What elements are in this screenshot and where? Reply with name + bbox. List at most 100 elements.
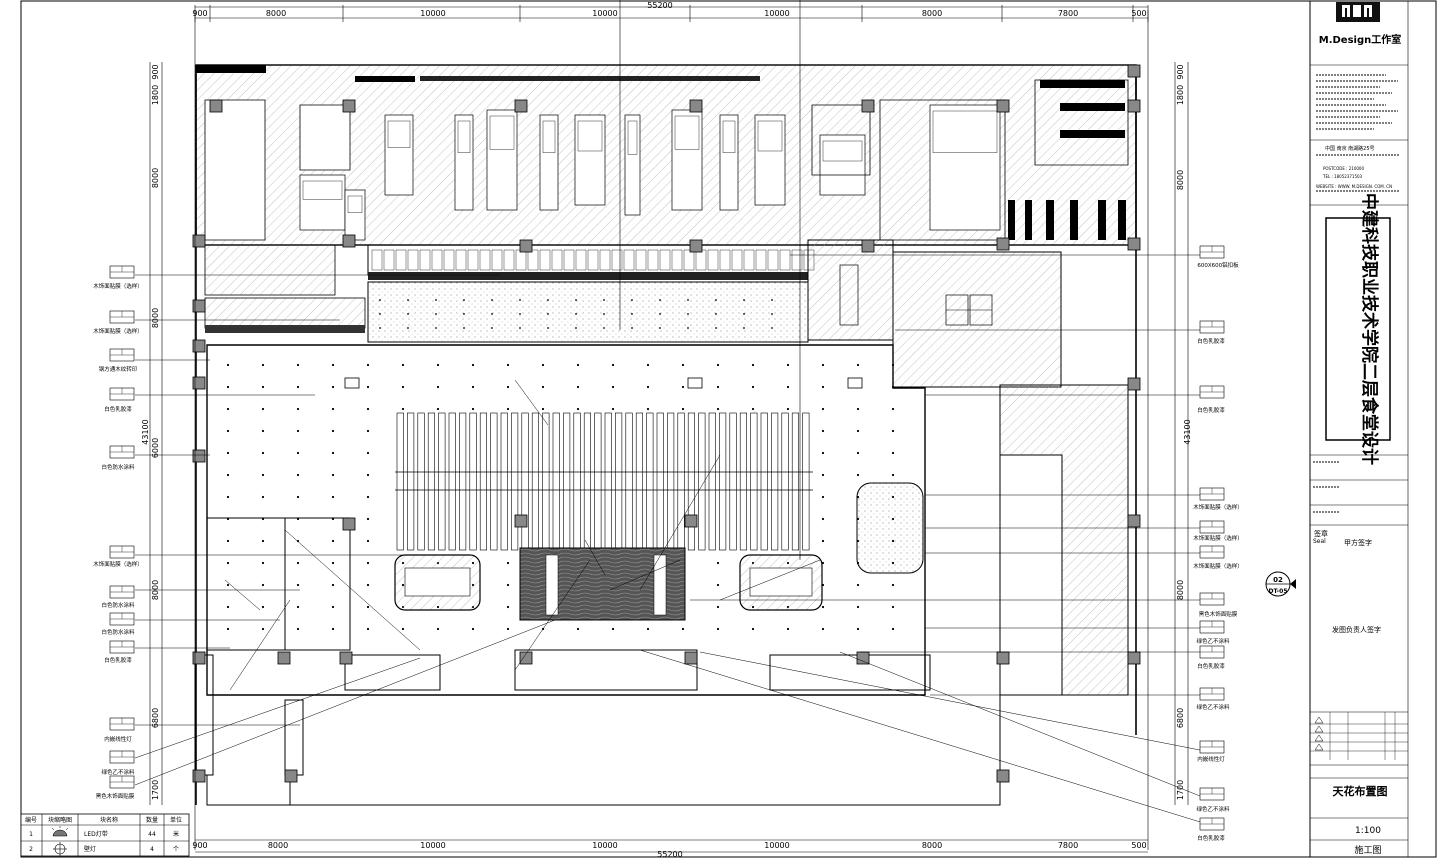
downlight xyxy=(226,539,230,543)
downlight xyxy=(366,363,370,367)
downlight xyxy=(226,385,230,389)
grille-slat xyxy=(531,412,540,551)
left-tag-10: 绿色乙不涂料 xyxy=(101,768,135,776)
left-tag-0: 木饰面贴膜（选样） xyxy=(93,282,143,290)
counter-tile xyxy=(383,249,395,271)
downlight xyxy=(541,385,545,389)
downlight xyxy=(856,407,860,411)
downlight xyxy=(379,299,381,301)
grille-slat xyxy=(552,412,560,551)
column xyxy=(519,651,533,665)
downlight xyxy=(856,583,860,587)
downlight xyxy=(331,605,335,609)
downlight xyxy=(856,451,860,455)
legend-row-2-name: 壁灯 xyxy=(84,845,96,853)
annotation-leaders xyxy=(134,254,1211,826)
column xyxy=(861,99,875,113)
leader-line xyxy=(719,559,821,601)
downlight xyxy=(856,473,860,477)
downlight xyxy=(261,495,265,499)
downlight xyxy=(821,363,825,367)
column xyxy=(861,239,875,253)
legend-header-thumb: 块缩略图 xyxy=(48,816,72,824)
column xyxy=(192,376,206,390)
left-dim-0: 900 xyxy=(151,64,160,79)
counter-tile xyxy=(467,249,479,271)
left-material-tags: 木饰面贴膜（选样） 木饰面贴膜（选样） 钢方通木纹转印 白色乳胶漆 白色防水涂料… xyxy=(93,265,143,800)
counter-tile xyxy=(575,249,587,271)
column xyxy=(1127,237,1141,251)
counter-tile xyxy=(623,249,635,271)
kitchen-equipment-detail xyxy=(822,140,863,162)
downlight xyxy=(751,363,755,367)
right-tag-7: 绿色乙不涂料 xyxy=(1196,637,1230,645)
right-tag-2: 白色乳胶漆 xyxy=(1197,406,1225,414)
downlight xyxy=(296,605,300,609)
bottom-dim-5: 8000 xyxy=(922,841,942,850)
leader-line xyxy=(514,379,549,426)
downlight xyxy=(687,299,689,301)
column xyxy=(514,99,528,113)
bottom-dim-1: 8000 xyxy=(268,841,288,850)
downlight xyxy=(379,313,381,315)
grille-slat xyxy=(407,412,415,551)
left-tag-5: 木饰面贴膜（选样） xyxy=(93,560,143,568)
downlight xyxy=(856,627,860,631)
top-dim-6: 7800 xyxy=(1058,9,1078,18)
column xyxy=(689,99,703,113)
downlight xyxy=(471,363,475,367)
downlight xyxy=(331,627,335,631)
downlight xyxy=(576,627,580,631)
counter-tile xyxy=(443,249,455,271)
downlight xyxy=(659,299,661,301)
kitchen-equipment xyxy=(929,104,1001,231)
downlight xyxy=(646,627,650,631)
grille-slat xyxy=(459,412,467,551)
studio-address: 中国 南京 南湖路25号 xyxy=(1325,145,1375,152)
downlight xyxy=(366,627,370,631)
downlight xyxy=(821,473,825,477)
downlight xyxy=(646,407,650,411)
downlight xyxy=(491,299,493,301)
grille-slat xyxy=(625,412,633,551)
downlight xyxy=(631,299,633,301)
downlight xyxy=(226,605,230,609)
bottom-dim-0: 900 xyxy=(192,841,207,850)
counter-tile xyxy=(407,249,419,271)
downlight xyxy=(519,313,521,315)
kitchen-equipment xyxy=(454,114,474,211)
downlight xyxy=(751,407,755,411)
downlight xyxy=(463,299,465,301)
right-tag-10: 内嵌线性灯 xyxy=(1197,755,1225,763)
right-tag-12: 白色乳胶漆 xyxy=(1197,834,1225,842)
downlight xyxy=(716,363,720,367)
grille-slat xyxy=(448,412,456,551)
downlight xyxy=(261,473,265,477)
bottom-total-dim: 55200 xyxy=(657,850,682,858)
serving-counter xyxy=(204,244,815,343)
downlight xyxy=(226,627,230,631)
left-tag-11: 黑色木饰面贴膜 xyxy=(96,792,135,800)
grille-slat xyxy=(573,412,581,551)
counter-tile xyxy=(743,249,755,271)
right-dim-1: 1800 xyxy=(1176,85,1185,105)
kitchen-equipment-detail xyxy=(489,115,515,150)
bottom-dimension-chain: 55200 900 8000 10000 10000 10000 8000 78… xyxy=(192,839,1148,858)
downlight xyxy=(821,429,825,433)
downlight xyxy=(366,385,370,389)
downlight xyxy=(576,407,580,411)
grille-slat xyxy=(594,412,602,551)
left-tag-2: 钢方通木纹转印 xyxy=(99,365,138,373)
right-dimension-chain: 900 1800 8000 43100 8000 6800 1700 xyxy=(1174,62,1192,805)
vent xyxy=(847,377,863,389)
downlight xyxy=(891,605,895,609)
counter-tile xyxy=(527,249,539,271)
column xyxy=(192,299,206,313)
right-tag-11: 绿色乙不涂料 xyxy=(1196,805,1230,813)
counter-tile xyxy=(479,249,491,271)
grille-slat xyxy=(417,412,425,551)
kitchen-zone xyxy=(195,64,1137,246)
downlight xyxy=(659,327,661,329)
right-dim-0: 900 xyxy=(1176,64,1185,79)
